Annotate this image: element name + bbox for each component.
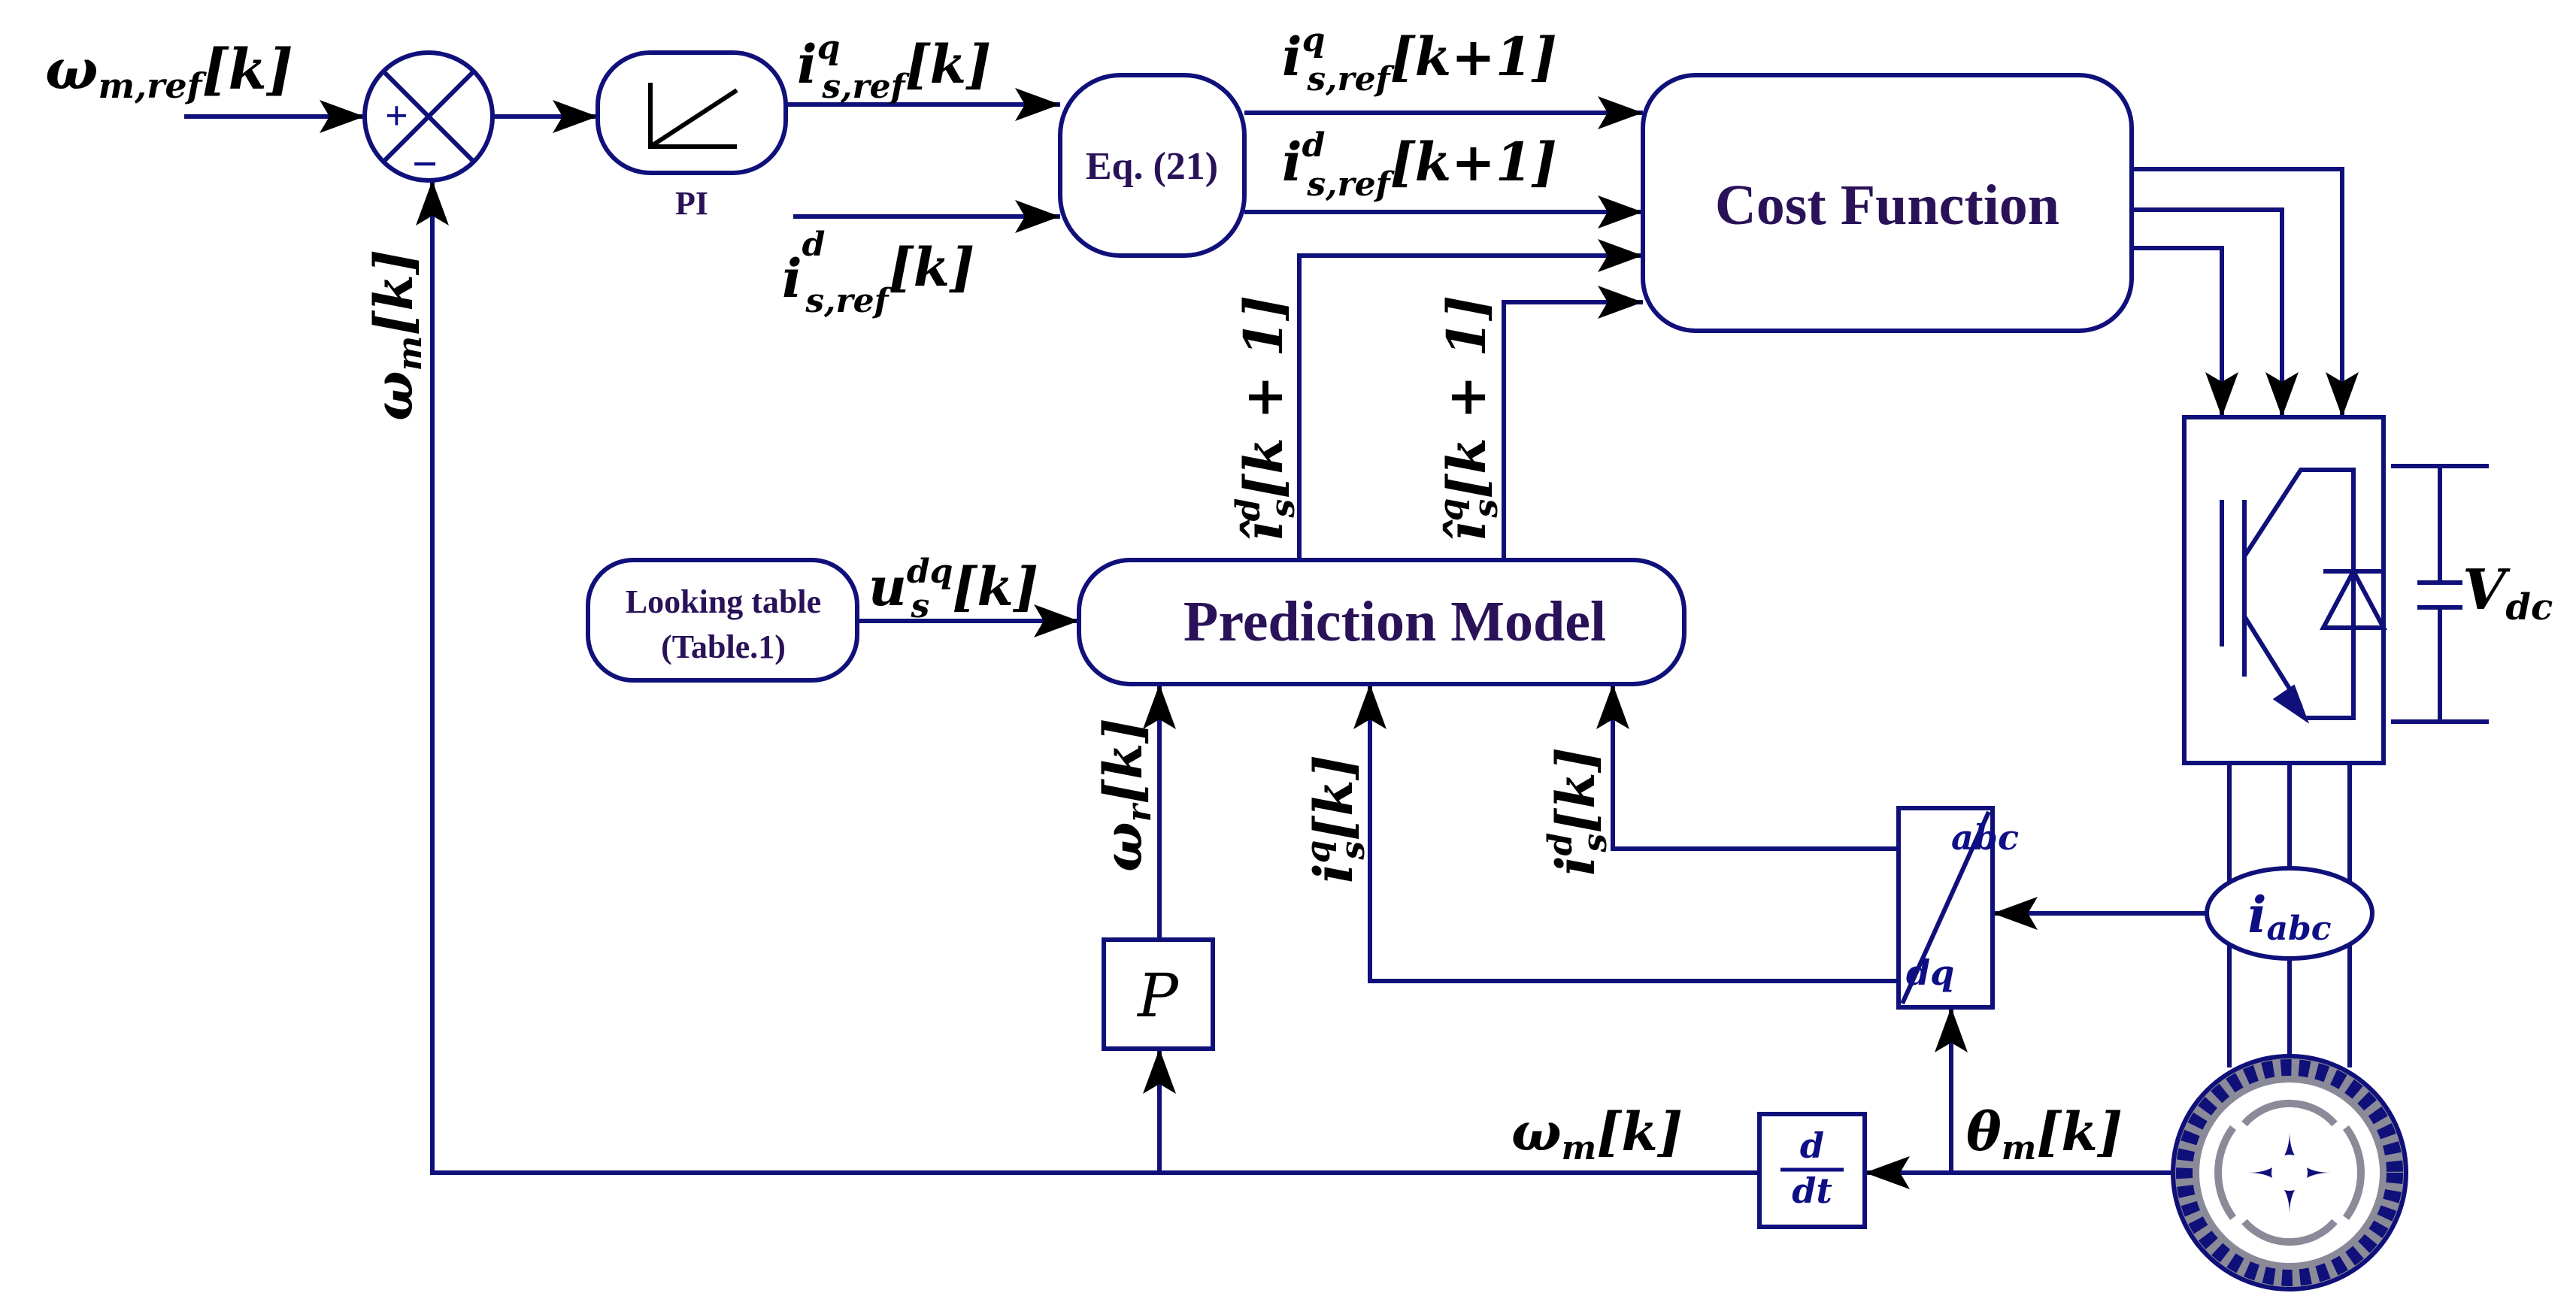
- arrow-to-p-block: [1143, 1049, 1176, 1094]
- prediction-model-block: Prediction Model: [1077, 558, 1687, 686]
- label-iq-measured: iqs[k]: [1299, 755, 1372, 883]
- arrow-idref-to-cost: [1598, 195, 1643, 229]
- pole-pairs-label: P: [1136, 961, 1179, 1031]
- derivative-numerator: d: [1800, 1125, 1824, 1166]
- eq21-block: Eq. (21): [1058, 73, 1247, 258]
- current-sensor: iabc: [2205, 866, 2374, 961]
- prediction-model-label: Prediction Model: [1183, 590, 1606, 653]
- arrow-feedback-to-sum: [416, 180, 449, 226]
- arrow-iqref-to-cost: [1598, 96, 1643, 129]
- lookup-table-line1: Looking table: [626, 583, 821, 620]
- label-iq-predicted: îqs[k + 1]: [1432, 295, 1505, 541]
- arrow-to-derivative: [1865, 1156, 1910, 1189]
- current-sensor-label: iabc: [2247, 886, 2331, 948]
- sum-minus-sign: −: [412, 139, 438, 189]
- arrow-iabc-to-transform: [1993, 897, 2038, 930]
- arrowheads: [320, 88, 2359, 1189]
- label-id-measured: ids[k]: [1541, 747, 1614, 876]
- arrow-ref-to-sum: [320, 100, 365, 133]
- arrow-iq-to-pred: [1353, 684, 1386, 729]
- arrow-gate-c: [2326, 372, 2359, 417]
- eq21-label: Eq. (21): [1086, 145, 1218, 188]
- lookup-table-block: Looking table (Table.1): [586, 558, 859, 683]
- cost-function-label: Cost Function: [1715, 174, 2059, 237]
- arrow-pi-to-eq21: [1015, 88, 1060, 121]
- derivative-denominator: dt: [1792, 1170, 1832, 1211]
- arrow-theta-to-transform: [1935, 1007, 1968, 1052]
- abc-dq-transform-block: abc dq: [1896, 806, 2019, 1010]
- label-electrical-speed: ωr[k]: [1092, 718, 1159, 872]
- sum-plus-sign: +: [385, 93, 408, 138]
- arrow-idhat-to-cost: [1598, 239, 1643, 272]
- arrow-p-to-pred: [1143, 684, 1176, 729]
- arrow-id-to-pred: [1596, 684, 1629, 729]
- transform-dq-label: dq: [1906, 952, 1954, 993]
- inverter-block: [2182, 415, 2387, 765]
- label-speed-measured: ωm[k]: [1511, 1101, 1683, 1167]
- cost-function-block: Cost Function: [1641, 73, 2134, 333]
- arrow-lookup-to-pred: [1034, 604, 1079, 637]
- label-speed-feedback: ωm[k]: [362, 250, 429, 421]
- label-speed-ref: ωm,ref[k]: [45, 38, 293, 106]
- arrow-idref-to-eq21: [1015, 200, 1060, 233]
- derivative-block: d dt: [1757, 1112, 1867, 1229]
- arrow-sum-to-pi: [553, 100, 598, 133]
- label-dc-voltage: Vdc: [2462, 558, 2553, 628]
- lookup-table-line2: (Table.1): [661, 628, 786, 665]
- pole-pairs-block: P: [1102, 937, 1215, 1051]
- arrow-iqhat-to-cost: [1598, 286, 1643, 319]
- label-rotor-angle: θm[k]: [1966, 1101, 2123, 1167]
- label-id-predicted: îds[k + 1]: [1229, 295, 1302, 541]
- summing-junction: + −: [362, 50, 495, 189]
- arrow-gate-a: [2205, 372, 2238, 417]
- arrow-gate-b: [2265, 372, 2299, 417]
- transform-abc-label: abc: [1951, 817, 2019, 858]
- motor-icon: [2171, 1054, 2408, 1291]
- pi-controller-block: PI: [596, 50, 788, 222]
- pi-label: PI: [675, 185, 708, 222]
